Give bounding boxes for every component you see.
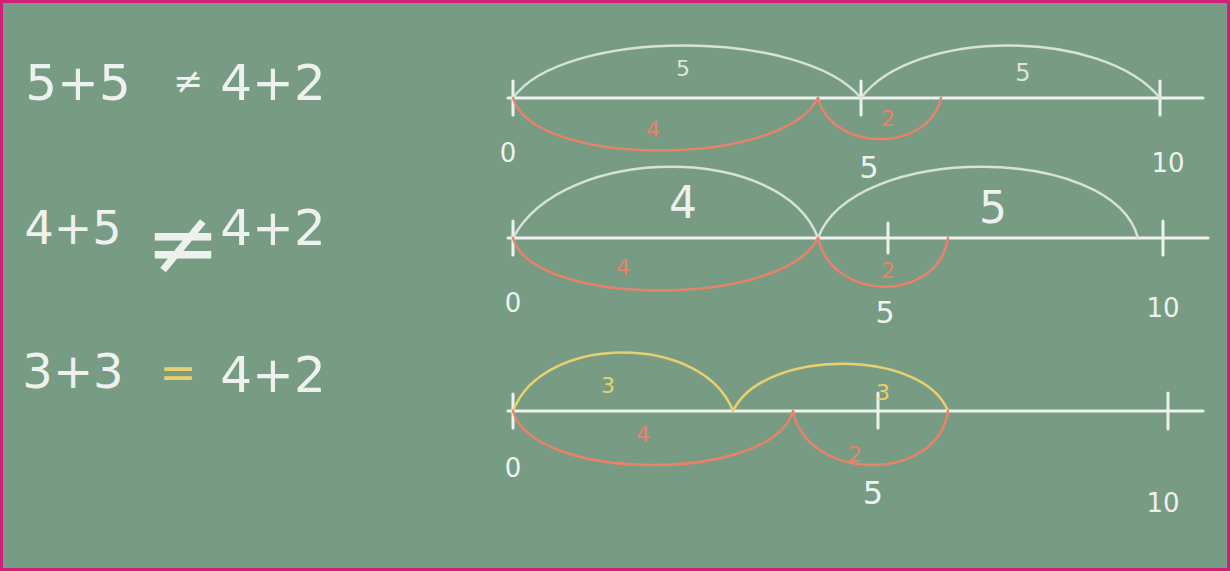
chalkboard: 5+5≠4+2554205104+5≠4+2454205103+3=4+2334… xyxy=(3,3,1227,568)
tick-value: 10 xyxy=(1146,295,1179,321)
equation-term: 4+2 xyxy=(220,203,326,253)
arc-length: 4 xyxy=(646,119,660,141)
relation-sign: ≠ xyxy=(145,198,220,288)
tick-value: 0 xyxy=(505,290,522,316)
arc-length: 3 xyxy=(876,382,890,404)
relation-sign: ≠ xyxy=(173,63,203,99)
arc-length: 4 xyxy=(616,257,630,279)
equation-term: 5+5 xyxy=(25,58,131,108)
arc-length: 2 xyxy=(881,260,895,282)
equation-term: 3+3 xyxy=(22,347,123,395)
arc-length: 4 xyxy=(669,181,697,225)
arc-length: 2 xyxy=(848,444,862,466)
relation-sign: = xyxy=(160,351,197,395)
tick-value: 10 xyxy=(1146,490,1179,516)
arc-length: 2 xyxy=(881,108,895,130)
equation-term: 4+5 xyxy=(24,205,121,251)
tick-value: 5 xyxy=(863,477,883,509)
tick-value: 5 xyxy=(859,153,878,183)
equation-term: 4+2 xyxy=(220,350,326,400)
tick-value: 10 xyxy=(1151,150,1184,176)
tick-value: 0 xyxy=(505,455,522,481)
arc-length: 5 xyxy=(979,186,1007,230)
arc-length: 5 xyxy=(676,58,690,80)
equation-term: 4+2 xyxy=(220,58,326,108)
arc-length: 4 xyxy=(636,424,650,446)
tick-value: 0 xyxy=(500,140,517,166)
arc-length: 3 xyxy=(601,375,615,397)
tick-value: 5 xyxy=(875,298,894,328)
arc-length: 5 xyxy=(1015,61,1030,85)
